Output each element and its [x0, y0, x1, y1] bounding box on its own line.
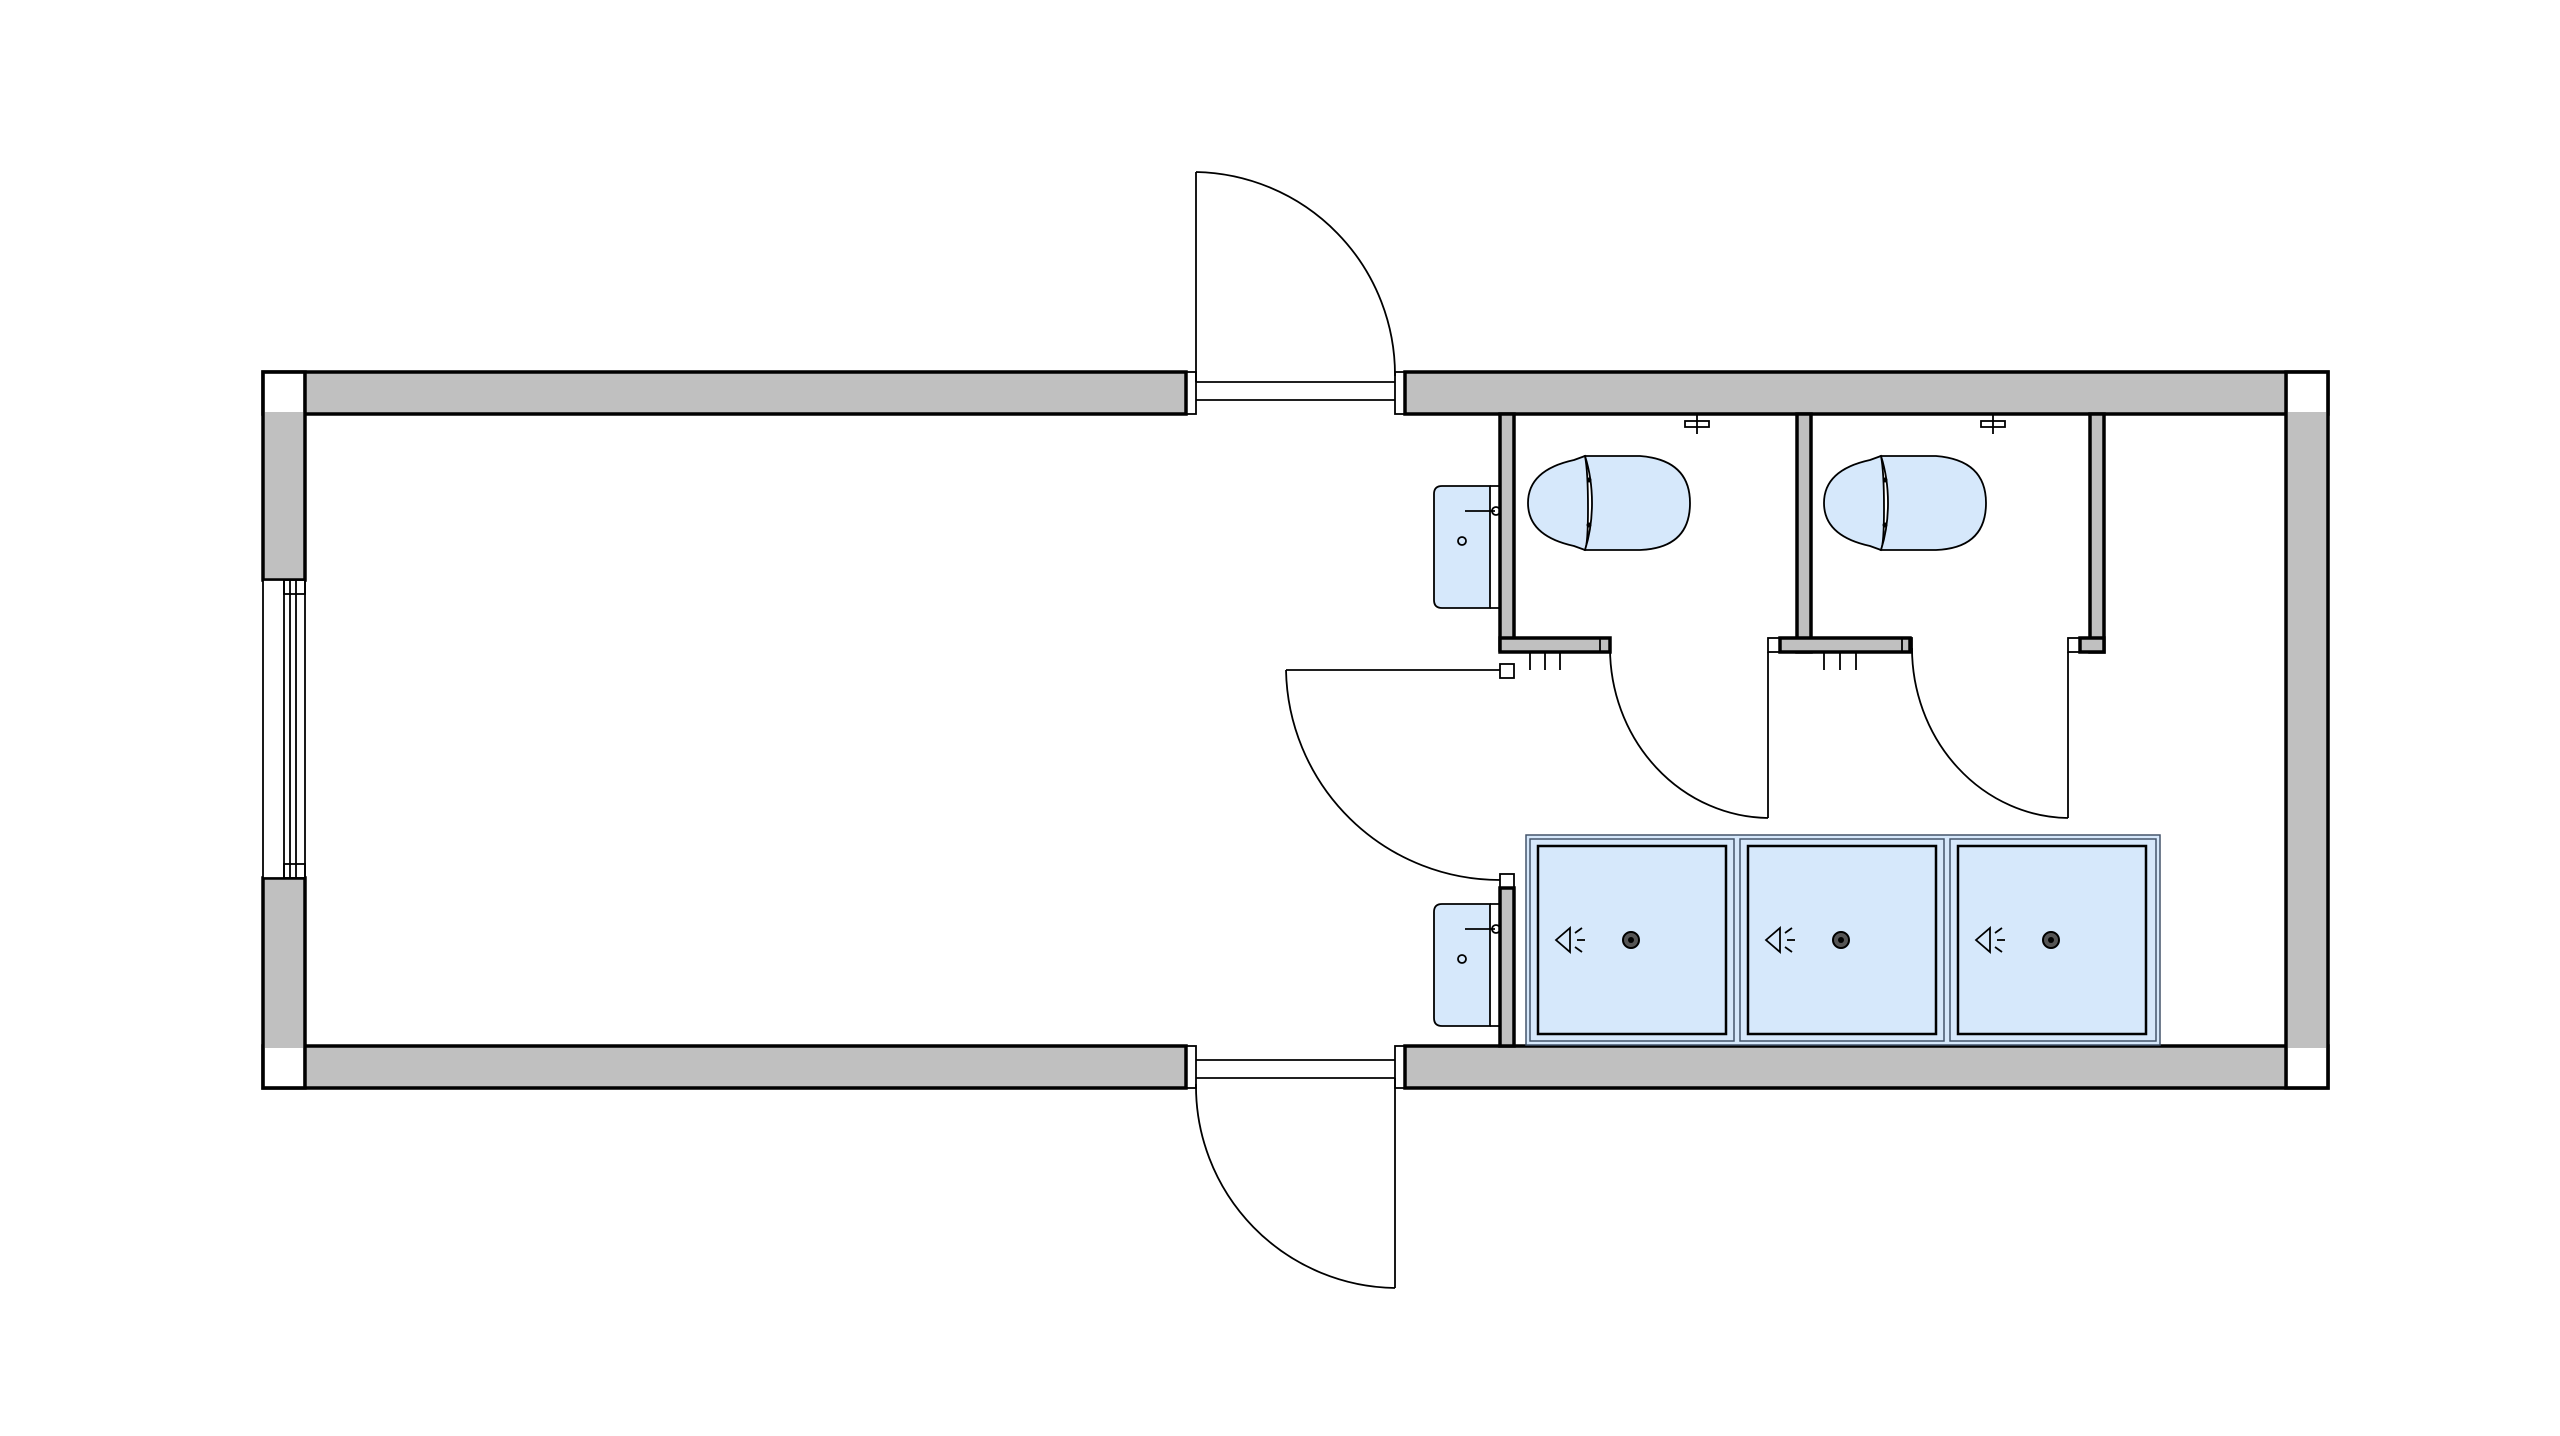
exterior-walls	[261, 370, 2330, 1090]
door-toilet-1	[1609, 647, 1769, 819]
partition-right-upper	[2088, 412, 2106, 654]
toilet-1	[1527, 414, 1710, 552]
door-main-room	[1285, 669, 1501, 881]
partition-toilet1-bottom	[1498, 636, 1612, 654]
partition-left-upper	[1498, 412, 1516, 652]
partition-between-toilets	[1795, 412, 1813, 654]
wall-top-left	[261, 370, 1188, 416]
toilet-2	[1823, 414, 2006, 552]
interior-walls	[1498, 412, 2106, 1048]
shower-1	[1529, 838, 1735, 1042]
door-top-exterior	[1185, 171, 1406, 415]
washbasin-1	[1433, 485, 1501, 609]
door-toilet-2	[1911, 647, 2069, 819]
window-left	[262, 579, 306, 879]
door-bottom-exterior	[1185, 1045, 1406, 1289]
partition-right-stub	[2078, 636, 2106, 654]
washbasin-2	[1433, 903, 1501, 1027]
shower-2	[1739, 838, 1945, 1042]
wall-bottom-right	[1403, 1044, 2330, 1090]
shower-block	[1525, 834, 2161, 1046]
partition-toilet2-bottom	[1778, 636, 1912, 654]
shower-3	[1949, 838, 2157, 1042]
wall-right	[2284, 370, 2330, 1090]
door-frames	[1499, 637, 2081, 889]
partition-left-lower	[1498, 886, 1516, 1048]
wall-bottom-left	[261, 1044, 1188, 1090]
wall-top-right	[1403, 370, 2330, 416]
